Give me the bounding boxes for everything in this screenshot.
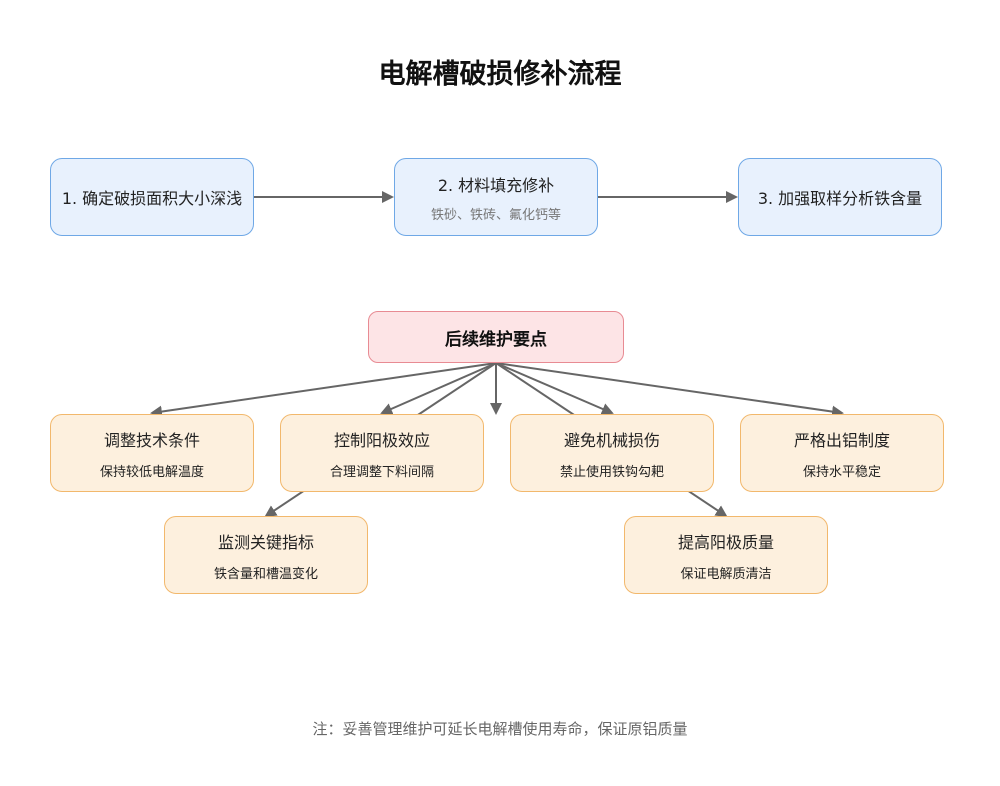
tip-sub: 保持水平稳定 [802, 464, 881, 480]
maintenance-points-box[interactable]: 后续维护要点 [368, 311, 624, 363]
tip-monitor-indicators[interactable]: 监测关键指标 铁含量和槽温变化 [164, 516, 368, 594]
fan-arrow-anode-effect [380, 362, 497, 415]
step-2-label: 2. 材料填充修补 [437, 175, 555, 195]
tip-sub: 铁含量和槽温变化 [213, 566, 318, 582]
tip-title: 控制阳极效应 [333, 430, 430, 450]
page-title: 电解槽破损修补流程 [378, 59, 622, 90]
tip-title: 监测关键指标 [217, 532, 314, 552]
tip-aluminum-tapping[interactable]: 严格出铝制度 保持水平稳定 [740, 414, 944, 492]
tip-sub: 保证电解质清洁 [680, 566, 772, 582]
tip-adjust-conditions[interactable]: 调整技术条件 保持较低电解温度 [50, 414, 254, 492]
step-3-box[interactable]: 3. 加强取样分析铁含量 [738, 158, 942, 236]
tip-anode-effect[interactable]: 控制阳极效应 合理调整下料间隔 [280, 414, 484, 492]
step-2-box[interactable]: 2. 材料填充修补 铁砂、铁砖、氟化钙等 [394, 158, 598, 236]
tip-title: 避免机械损伤 [563, 430, 660, 450]
tip-sub: 保持较低电解温度 [99, 464, 204, 480]
fan-arrow-aluminum [495, 362, 844, 418]
step-1-box[interactable]: 1. 确定破损面积大小深浅 [50, 158, 254, 236]
step-2-sub: 铁砂、铁砖、氟化钙等 [430, 207, 561, 223]
fan-arrow-adjust [150, 362, 497, 418]
step-1-label: 1. 确定破损面积大小深浅 [61, 189, 243, 208]
tip-sub: 合理调整下料间隔 [329, 464, 434, 480]
maintenance-points-label: 后续维护要点 [445, 329, 547, 350]
step-3-label: 3. 加强取样分析铁含量 [757, 189, 923, 208]
tip-anode-quality[interactable]: 提高阳极质量 保证电解质清洁 [624, 516, 828, 594]
fan-arrow-mechanical [495, 362, 614, 415]
tip-avoid-mechanical-damage[interactable]: 避免机械损伤 禁止使用铁钩勾耙 [510, 414, 714, 492]
footnote: 注：妥善管理维护可延长电解槽使用寿命，保证原铝质量 [312, 720, 688, 738]
tip-title: 提高阳极质量 [677, 532, 774, 552]
tip-title: 调整技术条件 [103, 430, 200, 450]
tip-title: 严格出铝制度 [793, 430, 890, 450]
tip-sub: 禁止使用铁钩勾耙 [559, 464, 664, 480]
